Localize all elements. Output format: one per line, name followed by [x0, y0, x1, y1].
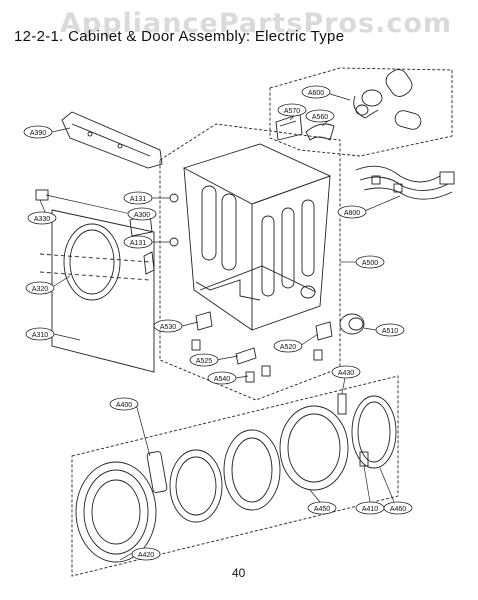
svg-text:A530: A530 [160, 324, 176, 331]
callout-a450: A450 [307, 501, 337, 515]
svg-text:A330: A330 [34, 216, 50, 223]
door-group-box [71, 375, 399, 577]
bracket-a330 [35, 189, 49, 201]
screw-a131-bottom [169, 237, 179, 247]
callout-a410: A410 [355, 501, 385, 515]
svg-text:A420: A420 [138, 552, 154, 559]
page-number: 40 [232, 566, 246, 580]
callout-a131-bottom: A131 [123, 235, 153, 249]
callout-a430: A430 [331, 365, 361, 379]
watermark: AppliancePartsPros.com [60, 8, 453, 39]
svg-text:A525: A525 [196, 358, 212, 365]
svg-text:A390: A390 [30, 130, 46, 137]
callout-a131-top: A131 [123, 191, 153, 205]
door-inner-a460 [351, 395, 397, 469]
door-glass-ring [169, 449, 223, 523]
svg-text:A540: A540 [214, 376, 230, 383]
svg-text:A520: A520 [280, 344, 296, 351]
svg-text:A560: A560 [312, 114, 328, 121]
door-frame-a450 [279, 405, 349, 491]
callout-a400: A400 [109, 397, 139, 411]
screw-a131-top [169, 193, 179, 203]
callout-a540: A540 [207, 371, 237, 385]
svg-text:A570: A570 [284, 108, 300, 115]
bracket-a570 [275, 113, 303, 141]
callout-a520: A520 [273, 339, 303, 353]
callout-a510: A510 [375, 323, 405, 337]
cabinet-body [182, 143, 332, 331]
svg-text:A131: A131 [130, 240, 146, 247]
door-handle [146, 451, 168, 493]
callout-a390: A390 [23, 125, 53, 139]
door-gasket-ring [223, 429, 281, 511]
callout-a525: A525 [189, 353, 219, 367]
svg-text:A410: A410 [362, 506, 378, 513]
svg-text:A131: A131 [130, 196, 146, 203]
svg-text:A500: A500 [362, 260, 378, 267]
callout-a460: A460 [383, 501, 413, 515]
svg-text:A460: A460 [390, 506, 406, 513]
svg-text:A300: A300 [134, 212, 150, 219]
callout-a570: A570 [277, 103, 307, 117]
svg-text:A510: A510 [382, 328, 398, 335]
vent-a510 [339, 313, 365, 335]
duct-group-box [269, 67, 453, 157]
callout-a530: A530 [153, 319, 183, 333]
callout-a560: A560 [305, 109, 335, 123]
svg-text:A800: A800 [344, 210, 360, 217]
callout-a600: A600 [301, 85, 331, 99]
svg-text:A320: A320 [32, 286, 48, 293]
callout-a300: A300 [127, 207, 157, 221]
svg-text:A400: A400 [116, 402, 132, 409]
callout-a500: A500 [355, 255, 385, 269]
svg-text:A430: A430 [338, 370, 354, 377]
rear-bracket-a390 [61, 111, 163, 169]
wire-harness-a800 [355, 165, 455, 200]
cabinet-group-box [159, 123, 341, 401]
front-panel-a310 [39, 209, 155, 373]
leveling-feet [191, 311, 333, 383]
leader-lines [39, 93, 401, 561]
page-title: 12-2-1. Cabinet & Door Assembly: Electri… [14, 28, 345, 45]
svg-text:A600: A600 [308, 90, 324, 97]
callout-a800: A800 [337, 205, 367, 219]
svg-text:A450: A450 [314, 506, 330, 513]
svg-text:A310: A310 [32, 332, 48, 339]
callout-a420: A420 [131, 547, 161, 561]
door-outer-a420 [75, 461, 157, 563]
hinge-a430 [337, 393, 347, 415]
callout-a320: A320 [25, 281, 55, 295]
callout-a330: A330 [27, 211, 57, 225]
part-a560 [305, 123, 335, 141]
hinge-a320 [143, 251, 155, 275]
callout-a310: A310 [25, 327, 55, 341]
